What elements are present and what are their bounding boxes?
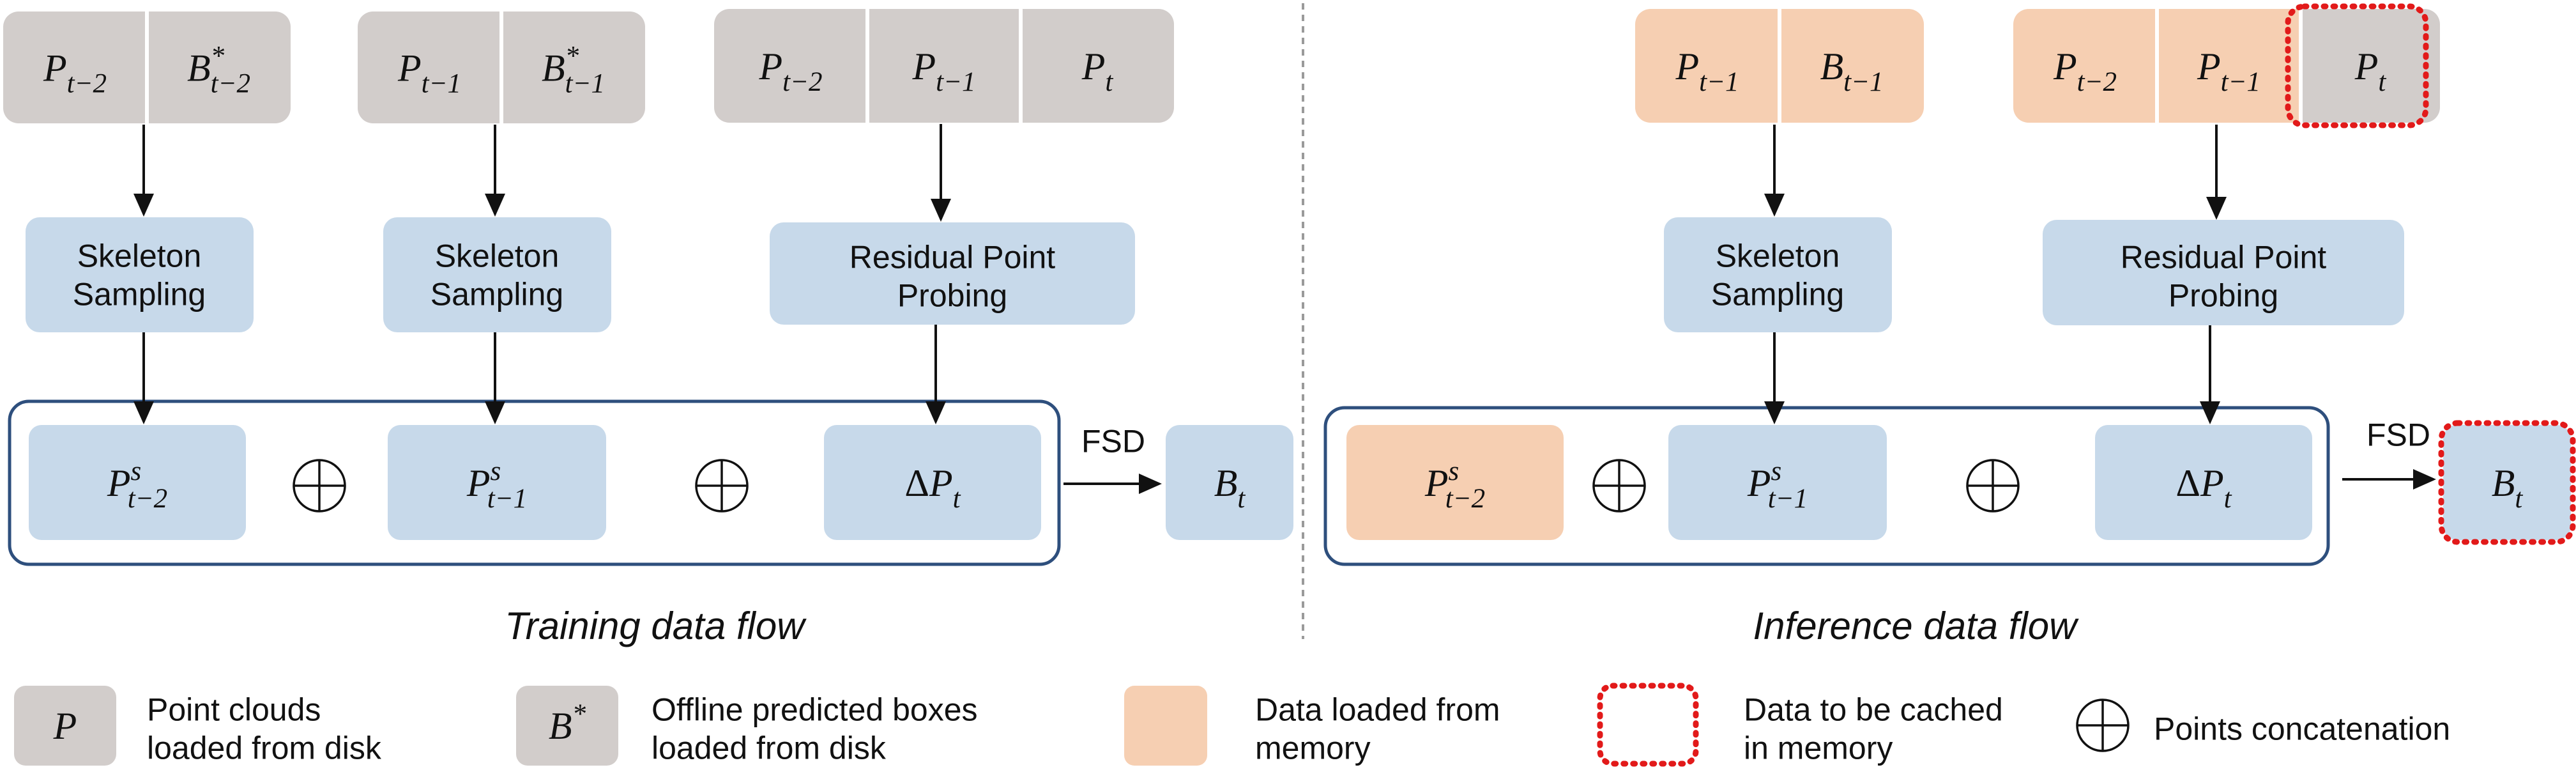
- infer-fsd-label: FSD: [2366, 417, 2430, 453]
- train-result-label: Bt: [1214, 462, 1246, 514]
- infer-input-1-segment-2: [1780, 9, 1924, 123]
- train-fsd-label: FSD: [1081, 424, 1145, 459]
- train-input-1-segment-2: [147, 12, 291, 123]
- infer-output-2: [1668, 425, 1887, 540]
- legend-concat-icon: [2076, 699, 2130, 752]
- legend-point-swatch: [14, 686, 116, 766]
- infer-concat-frame: [1323, 406, 2330, 566]
- train-residual: [770, 222, 1135, 325]
- train-concat-icon-1: [293, 459, 346, 513]
- train-result: [1166, 425, 1293, 540]
- infer-input-1-label-2: Bt−1: [1820, 45, 1883, 97]
- train-input-3-segment-1: [714, 9, 867, 123]
- train-output-2: [388, 425, 606, 540]
- infer-result: [2443, 425, 2571, 540]
- infer-result-label: Bt: [2492, 462, 2524, 514]
- infer-input-2-segment-1: [2013, 9, 2157, 123]
- train-input-1-segment-1: [3, 12, 147, 123]
- train-output-3: [824, 425, 1041, 540]
- infer-output-1: [1346, 425, 1564, 540]
- train-input-3-label-3: Pt: [1081, 45, 1114, 97]
- infer-input-2-segment-3: [2301, 9, 2440, 123]
- train-input-2-segment-2: [501, 12, 645, 123]
- train-input-1-label-2: B*t−2: [187, 41, 250, 98]
- legend-concat-text: Points concatenation: [2154, 711, 2450, 747]
- infer-result-cache-outline: [2438, 420, 2576, 545]
- infer-skeleton: [1664, 217, 1892, 332]
- train-input-3-segment-3: [1021, 9, 1174, 123]
- infer-input-2-label-2: Pt−1: [2197, 45, 2260, 97]
- train-output-1: [29, 425, 246, 540]
- infer-input-2-segment-2: [2157, 9, 2301, 123]
- train-input-2-label-2: B*t−1: [542, 41, 605, 98]
- train-skeleton-1: [26, 217, 254, 332]
- infer-concat-icon-1: [1592, 459, 1646, 513]
- infer-residual: [2043, 220, 2404, 325]
- train-input-3-label-1: Pt−2: [758, 45, 822, 97]
- infer-caption: Inference data flow: [1753, 605, 2080, 647]
- train-concat-frame: [8, 399, 1061, 566]
- infer-input-1-label-1: Pt−1: [1675, 45, 1739, 97]
- train-concat-icon-2: [695, 459, 749, 513]
- infer-input-2-label-3: Pt: [2354, 45, 2387, 97]
- train-input-1-label-1: Pt−2: [43, 47, 107, 99]
- train-input-2-label-1: Pt−1: [397, 47, 461, 99]
- train-skeleton-2: [383, 217, 611, 332]
- train-caption: Training data flow: [505, 605, 807, 647]
- legend-cache-swatch: [1597, 683, 1699, 767]
- infer-input-2-label-1: Pt−2: [2053, 45, 2117, 97]
- infer-input-2-cache-outline: [2285, 3, 2429, 128]
- legend-box-symbol: B*: [549, 699, 586, 747]
- train-output-3-label: ΔPt: [904, 462, 961, 514]
- legend-box-swatch: [516, 686, 618, 766]
- train-input-2-segment-1: [358, 12, 501, 123]
- infer-output-3: [2095, 425, 2312, 540]
- train-input-3-label-2: Pt−1: [911, 45, 975, 97]
- infer-concat-icon-2: [1966, 459, 2020, 513]
- train-input-3-segment-2: [867, 9, 1021, 123]
- infer-output-3-label: ΔPt: [2176, 462, 2232, 514]
- legend-point-symbol: P: [53, 705, 77, 747]
- legend-memory-swatch: [1124, 686, 1207, 766]
- infer-input-1-segment-1: [1635, 9, 1780, 123]
